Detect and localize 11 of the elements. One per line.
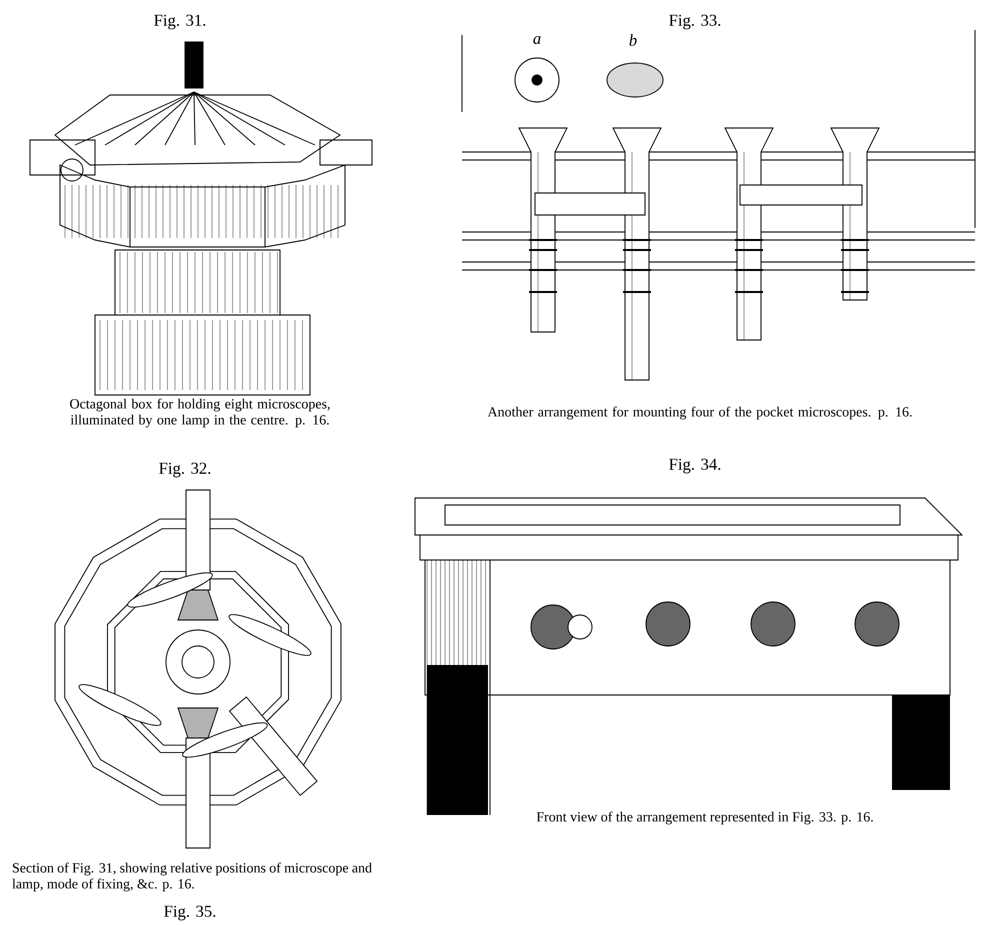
figure-caption: Another arrangement for mounting four of the pocket microscopes. p. 16. — [488, 406, 912, 420]
figure-number: Fig. 32. — [159, 462, 210, 478]
part-letter: b — [629, 34, 637, 46]
figure-number: Fig. 34. — [669, 458, 720, 474]
part-letter: a — [533, 36, 541, 44]
figure-caption: Octagonal box for holding eight microscopes, illuminated by one lamp in the centre. p. 16. — [70, 398, 330, 428]
figure-caption: Front view of the arrangement represented in Fig. 33. p. 16. — [536, 812, 873, 824]
figure-caption: Section of Fig. 31, showing relative positions of microscope and lamp, mode of fixing, &c. p. 16. — [12, 862, 372, 892]
figure-number: Fig. 33. — [669, 14, 720, 30]
figure-number: Fig. 35. — [164, 906, 216, 920]
figure-number: Fig. 31. — [154, 14, 206, 30]
